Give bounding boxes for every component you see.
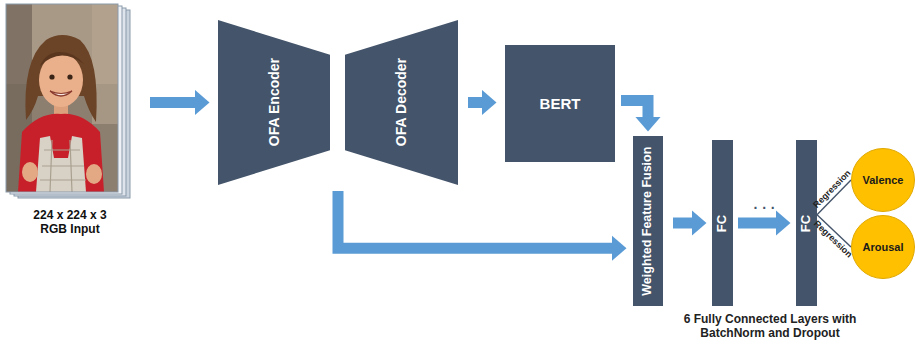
fusion-block: Weighted Feature Fusion [633,136,663,306]
fc-layer: FC [712,140,733,306]
ellipsis-mark: · · · [754,200,776,216]
group-caption: 6 Fully Connected Layers with BatchNorm … [660,313,880,341]
flow-arrow [468,97,482,108]
flow-arrow [621,101,648,118]
photo-content [6,4,118,192]
block-label: Arousal [863,241,904,254]
block-label: OFA Encoder [266,58,282,146]
decoder-block: OFA Decoder [345,20,458,185]
fc-layer: FC [796,140,817,306]
input-image: 224 x 224 x 3 RGB Input [3,3,137,239]
input-caption: 224 x 224 x 3 RGB Input [22,209,118,237]
block-label: OFA Decoder [393,58,409,146]
block-label: FC [799,214,814,231]
flow-arrow [150,97,195,108]
encoder-block: OFA Encoder [218,20,330,185]
flow-arrow [338,191,612,248]
flow-arrow [738,218,776,229]
block-label: BERT [540,95,581,112]
regression-line [817,215,851,247]
output-circle: Arousal [851,215,915,279]
bert-block: BERT [505,45,615,162]
block-label: FC [715,214,730,231]
block-label: Weighted Feature Fusion [641,146,655,295]
regression-label: Regression [812,168,854,210]
regression-line [817,180,851,215]
regression-label: Regression [811,219,854,260]
input-photo [0,0,140,200]
output-circle: Valence [851,148,915,212]
flow-arrow [673,218,692,229]
block-label: Valence [863,174,904,187]
